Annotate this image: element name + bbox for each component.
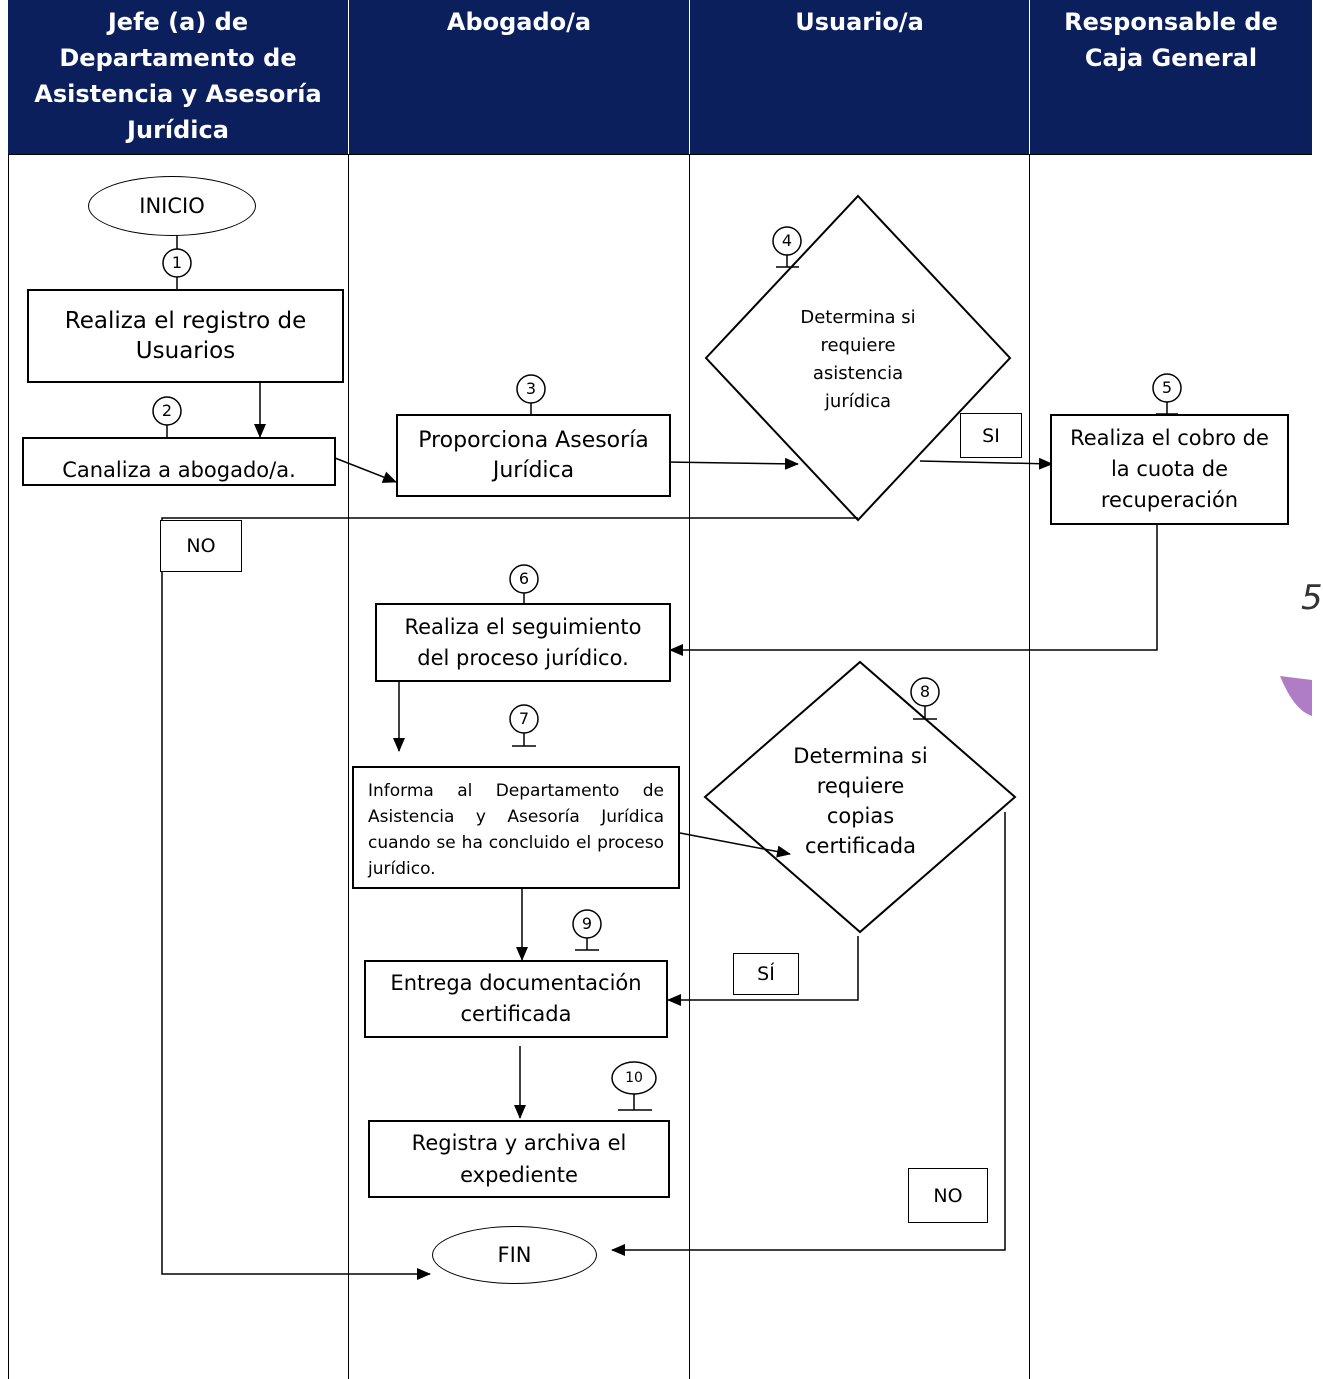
process-step-5: Realiza el cobro de la cuota de recupera… xyxy=(1050,414,1289,525)
header-bottom-rule xyxy=(8,154,1312,155)
lane-title-usuario: Usuario/a xyxy=(795,8,924,36)
step-marker-4 xyxy=(772,226,802,268)
lane-divider-3 xyxy=(1029,154,1030,1379)
process-step-5-text: Realiza el cobro de la cuota de recupera… xyxy=(1070,426,1269,512)
branch-label-si-4: SI xyxy=(960,413,1022,458)
decision-diamond-8 xyxy=(703,660,1017,934)
lane-title-jefe: Jefe (a) de Departamento de Asistencia y… xyxy=(34,8,322,144)
step-marker-3 xyxy=(516,374,546,414)
process-step-9: Entrega documentación certificada xyxy=(364,960,668,1038)
edge-step4-no-fin xyxy=(161,517,858,1280)
branch-label-no-8-text: NO xyxy=(933,1184,963,1207)
branch-label-no-4: NO xyxy=(160,520,242,572)
edge-step8-si-step9 xyxy=(667,936,859,1006)
process-step-3: Proporciona Asesoría Jurídica xyxy=(396,414,671,497)
step-marker-10 xyxy=(611,1061,657,1111)
branch-label-si-8-text: SÍ xyxy=(757,963,775,985)
step-marker-5 xyxy=(1152,373,1182,415)
lane-header-caja: Responsable de Caja General xyxy=(1030,0,1312,154)
edge-text-fragment: 5 xyxy=(1301,578,1323,618)
edge-step4-si-step5 xyxy=(919,457,1053,470)
lane-header-abogado: Abogado/a xyxy=(349,0,689,154)
step-marker-7 xyxy=(509,704,539,747)
process-step-6-text: Realiza el seguimiento del proceso juríd… xyxy=(404,614,642,670)
decorative-purple-shape xyxy=(1280,676,1312,716)
start-label: INICIO xyxy=(139,194,205,218)
lane-divider-2 xyxy=(689,154,690,1379)
step-marker-6 xyxy=(509,564,539,603)
process-step-3-text: Proporciona Asesoría Jurídica xyxy=(418,427,649,483)
process-step-7: Informa al Departamento de Asistencia y … xyxy=(352,766,680,889)
process-step-2-text: Canaliza a abogado/a. xyxy=(62,458,296,482)
step-marker-2 xyxy=(152,396,182,437)
step-marker-9 xyxy=(572,909,602,951)
process-step-1-text: Realiza el registro de Usuarios xyxy=(64,308,307,364)
step-marker-1 xyxy=(162,248,192,289)
branch-label-si-8: SÍ xyxy=(733,953,799,995)
decision-diamond-4 xyxy=(704,194,1012,522)
process-step-7-text: Informa al Departamento de Asistencia y … xyxy=(368,781,664,879)
process-step-6: Realiza el seguimiento del proceso juríd… xyxy=(375,603,671,682)
branch-label-si-4-text: SI xyxy=(982,424,1000,447)
process-step-10: Registra y archiva el expediente xyxy=(368,1120,670,1198)
edge-step2-step3 xyxy=(334,457,397,483)
lane-divider-1 xyxy=(348,154,349,1379)
decision-step-4-text: Determina si requiere asistencia jurídic… xyxy=(800,307,916,412)
process-step-9-text: Entrega documentación certificada xyxy=(390,971,642,1026)
edge-step3-step4 xyxy=(664,457,799,470)
lane-header-jefe: Jefe (a) de Departamento de Asistencia y… xyxy=(8,0,348,154)
branch-label-no-8: NO xyxy=(908,1168,988,1223)
process-step-10-text: Registra y archiva el expediente xyxy=(411,1131,627,1187)
edge-step5-step6 xyxy=(669,525,1158,656)
edge-step7-step8 xyxy=(679,832,791,858)
lane-title-caja: Responsable de Caja General xyxy=(1064,8,1278,72)
lane-border-left xyxy=(8,154,9,1379)
lane-title-abogado: Abogado/a xyxy=(446,8,592,36)
start-terminator: INICIO xyxy=(88,176,256,236)
edge-step8-no-fin xyxy=(611,812,1006,1256)
branch-label-no-4-text: NO xyxy=(186,535,216,557)
end-label: FIN xyxy=(497,1243,532,1267)
end-terminator: FIN xyxy=(432,1226,597,1284)
step-marker-8 xyxy=(910,677,940,720)
decision-step-8-text: Determina si requiere copias certificada xyxy=(793,744,928,858)
process-step-1: Realiza el registro de Usuarios xyxy=(27,289,344,383)
lane-header-usuario: Usuario/a xyxy=(690,0,1029,154)
process-step-2: Canaliza a abogado/a. xyxy=(22,437,336,486)
